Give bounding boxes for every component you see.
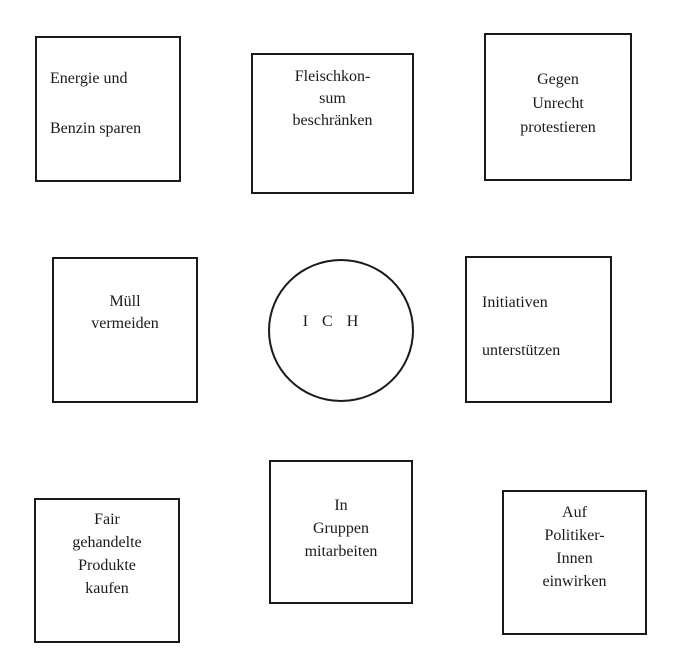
box-energie-benzin-sparen: Energie und Benzin sparen <box>35 36 181 182</box>
box-label-fair: Fair gehandelte Produkte kaufen <box>72 511 142 597</box>
box-initiativen-unterstuetzen: Initiativen unterstützen <box>465 256 612 403</box>
box-label-initiativen: Initiativen unterstützen <box>482 294 561 359</box>
box-in-gruppen-mitarbeiten: In Gruppen mitarbeiten <box>269 460 413 604</box>
box-label-fleischkonsum: Fleischkon- sum beschränken <box>292 68 373 129</box>
box-auf-politikerinnen-einwirken: Auf Politiker- Innen einwirken <box>502 490 647 635</box>
box-label-politiker: Auf Politiker- Innen einwirken <box>542 504 607 590</box>
box-label-energie: Energie und Benzin sparen <box>50 70 142 137</box>
box-fleischkonsum-beschraenken: Fleischkon- sum beschränken <box>251 53 414 194</box>
box-gegen-unrecht-protestieren: Gegen Unrecht protestieren <box>484 33 632 181</box>
ich-circle: I C H <box>268 259 414 402</box>
box-label-unrecht: Gegen Unrecht protestieren <box>520 71 596 136</box>
box-fair-gehandelte-produkte-kaufen: Fair gehandelte Produkte kaufen <box>34 498 180 643</box>
box-label-muell: Müll vermeiden <box>91 293 159 332</box>
box-muell-vermeiden: Müll vermeiden <box>52 257 198 403</box>
ich-label: I C H <box>302 312 364 330</box>
box-label-gruppen: In Gruppen mitarbeiten <box>304 497 378 560</box>
